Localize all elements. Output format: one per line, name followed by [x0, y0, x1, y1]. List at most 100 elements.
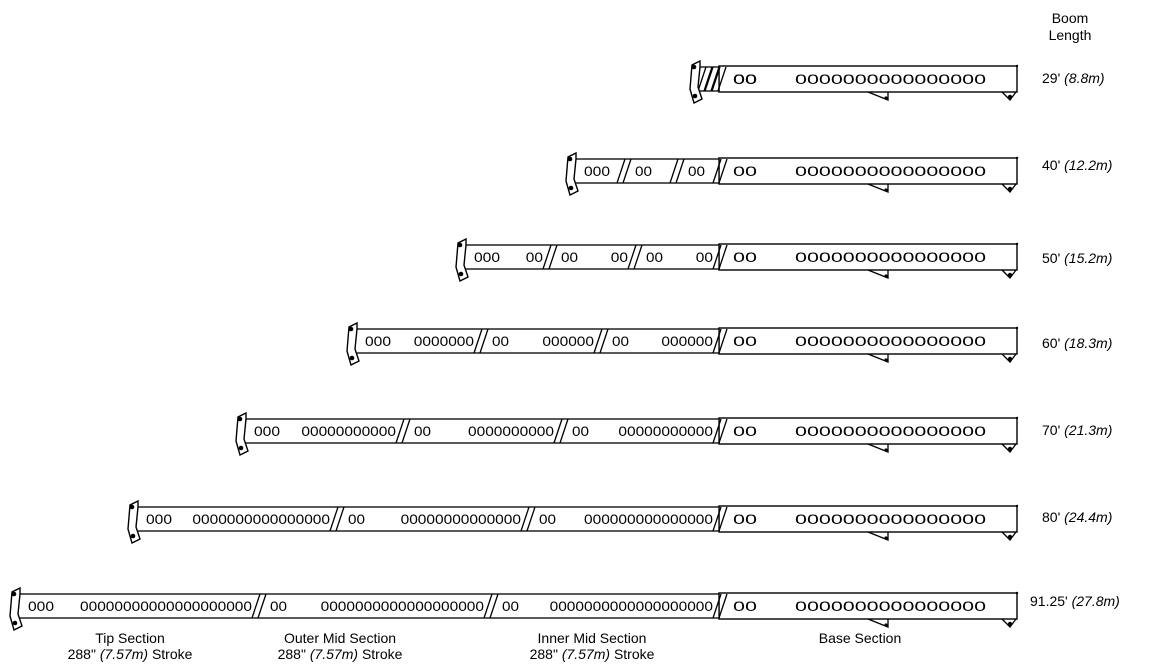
- section-collar: [616, 158, 632, 184]
- base-bracket: [867, 183, 889, 193]
- retracted-collar: [697, 66, 713, 92]
- base-heel-pin: [1007, 621, 1013, 627]
- base-pin-holes-near: 00: [733, 511, 757, 527]
- telescoping-sections: [15, 593, 720, 619]
- base-bracket-pin: [884, 448, 888, 452]
- boom-length-80: 80' (24.4m): [1042, 509, 1113, 525]
- head-pin-top: [567, 156, 573, 162]
- section-collar: [712, 328, 728, 354]
- base-heel-pin: [1007, 94, 1013, 100]
- section-far-holes: 00: [526, 249, 543, 265]
- base-heel-bracket: [1001, 183, 1017, 193]
- section-collar: [712, 506, 728, 532]
- section-far-holes: 0000000: [414, 333, 474, 349]
- section-far-holes: 0000000000: [468, 423, 554, 439]
- head-pin-top: [691, 64, 697, 70]
- section-near-holes: 00: [561, 249, 578, 265]
- base-bracket: [867, 618, 889, 628]
- length-marker: [1015, 416, 1019, 420]
- telescoping-sections: [241, 418, 720, 444]
- boom-head: [565, 151, 579, 197]
- boom-length-70: 70' (21.3m): [1042, 422, 1113, 438]
- section-collar: [712, 244, 728, 270]
- base-section: [718, 417, 1018, 445]
- head-pin-top: [11, 591, 17, 597]
- boom-head: [127, 499, 141, 545]
- base-bracket: [867, 269, 889, 279]
- section-far-holes: 00: [611, 249, 628, 265]
- base-pin-holes: 0000000000000000: [795, 71, 986, 87]
- base-pin-holes: 0000000000000000: [795, 598, 986, 614]
- section-far-holes: 000000000000000: [584, 511, 713, 527]
- base-section: [718, 505, 1018, 533]
- head-pin-bottom: [349, 355, 355, 361]
- tip-section-label: Tip Section 288" (7.57m) Stroke: [67, 630, 193, 662]
- head-pin-bottom: [238, 445, 244, 451]
- base-pin-holes-near: 00: [733, 598, 757, 614]
- telescoping-sections: [352, 328, 720, 354]
- retracted-collar: [711, 66, 727, 92]
- section-collar: [593, 328, 609, 354]
- base-pin-holes-near: 00: [733, 71, 757, 87]
- base-pin-holes: 0000000000000000: [795, 511, 986, 527]
- base-heel-pin: [1007, 186, 1013, 192]
- length-marker: [1015, 242, 1019, 246]
- section-near-holes: 000: [365, 333, 391, 349]
- section-near-holes: 00: [688, 163, 705, 179]
- section-near-holes: 00: [414, 423, 431, 439]
- length-marker: [1015, 64, 1019, 68]
- retracted-collar: [704, 66, 720, 92]
- base-section-label: Base Section: [818, 630, 902, 646]
- section-near-holes: 000: [146, 511, 172, 527]
- base-bracket: [867, 443, 889, 453]
- section-collar: [712, 593, 728, 619]
- boom-head: [346, 321, 360, 367]
- length-marker: [1015, 326, 1019, 330]
- base-bracket-pin: [884, 188, 888, 192]
- base-pin-holes: 0000000000000000: [795, 249, 986, 265]
- boom-length-40: 40' (12.2m): [1042, 157, 1113, 173]
- section-near-holes: 00: [539, 511, 556, 527]
- base-pin-holes: 0000000000000000: [795, 423, 986, 439]
- section-collar: [553, 418, 569, 444]
- base-bracket-pin: [884, 274, 888, 278]
- head-pin-top: [348, 326, 354, 332]
- base-pin-holes-near: 00: [733, 333, 757, 349]
- section-far-holes: 000000: [542, 333, 594, 349]
- head-pin-bottom: [458, 271, 464, 277]
- base-bracket-pin: [884, 623, 888, 627]
- outer-mid-section-label: Outer Mid Section 288" (7.57m) Stroke: [277, 630, 403, 662]
- base-bracket: [867, 531, 889, 541]
- section-near-holes: 000: [28, 598, 54, 614]
- section-collar: [712, 418, 728, 444]
- section-far-holes: 0000000000000000000: [550, 598, 714, 614]
- section-near-holes: 000: [474, 249, 500, 265]
- section-near-holes: 000: [254, 423, 280, 439]
- base-heel-pin: [1007, 356, 1013, 362]
- base-pin-holes: 0000000000000000: [795, 333, 986, 349]
- base-section: [718, 327, 1018, 355]
- boom-length-91: 91.25' (27.8m): [1030, 593, 1120, 609]
- base-bracket-pin: [884, 358, 888, 362]
- boom-head: [9, 586, 23, 632]
- header-line-2: Length: [1048, 27, 1092, 43]
- base-heel-bracket: [1001, 618, 1017, 628]
- length-marker: [1015, 156, 1019, 160]
- base-heel-bracket: [1001, 269, 1017, 279]
- inner-mid-section-label: Inner Mid Section 288" (7.57m) Stroke: [529, 630, 655, 662]
- header-line-1: Boom: [1051, 10, 1089, 26]
- base-heel-bracket: [1001, 91, 1017, 101]
- section-far-holes: 00000000000: [618, 423, 713, 439]
- base-heel-bracket: [1001, 353, 1017, 363]
- base-bracket-pin: [884, 536, 888, 540]
- section-collar: [627, 244, 643, 270]
- telescoping-sections: [571, 158, 720, 184]
- head-pin-bottom: [692, 93, 698, 99]
- section-collar: [329, 506, 345, 532]
